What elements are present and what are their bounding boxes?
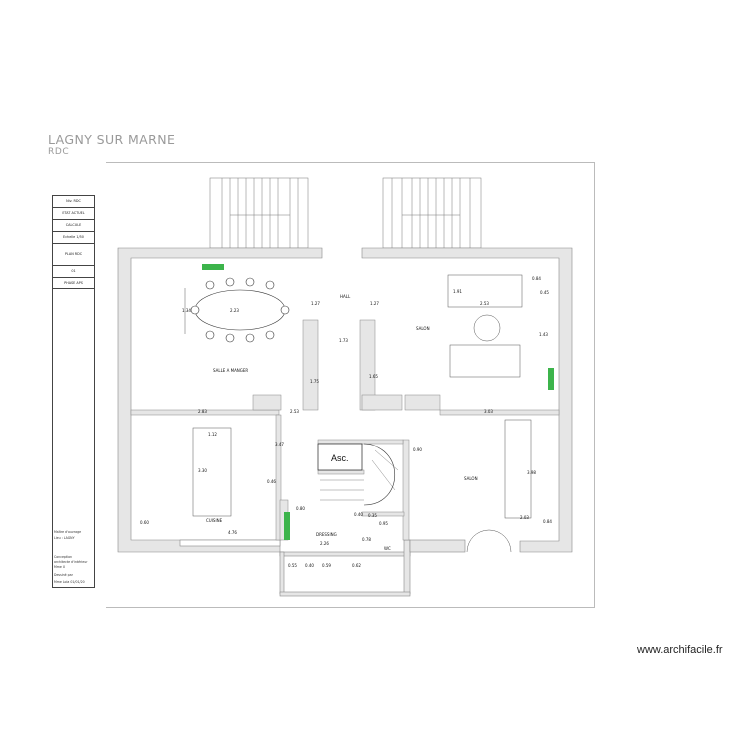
dim-127b: 1.27 xyxy=(370,301,379,306)
dim-191: 1.91 xyxy=(453,289,462,294)
staircase xyxy=(363,443,396,506)
windows xyxy=(202,264,554,540)
room-wc: WC xyxy=(384,546,391,551)
sheet-frame xyxy=(106,162,595,608)
dim-060: 0.60 xyxy=(140,520,149,525)
dim-059: 0.59 xyxy=(322,563,331,568)
dim-347: 3.47 xyxy=(275,442,284,447)
dim-476: 4.76 xyxy=(228,530,237,535)
dim-080: 0.80 xyxy=(296,506,305,511)
dim-143: 1.43 xyxy=(539,332,548,337)
dim-175: 1.75 xyxy=(310,379,319,384)
dim-165: 1.65 xyxy=(369,374,378,379)
dining-table xyxy=(190,277,290,343)
info-plan: PLAN RDC xyxy=(52,243,95,265)
info-footer-0: Maître d'ouvrage xyxy=(54,530,82,534)
dim-035: 0.35 xyxy=(368,513,377,518)
dim-table-w: 2.23 xyxy=(230,308,239,313)
info-footer-3: architecte d'intérieur xyxy=(54,560,88,564)
dim-203: 2.03 xyxy=(520,515,529,520)
info-scale: Echelle 1/50 xyxy=(52,231,95,243)
dim-173: 1.73 xyxy=(339,338,348,343)
room-cuisine: CUISINE xyxy=(206,518,223,523)
dim-127a: 1.27 xyxy=(311,301,320,306)
dim-045: 0.45 xyxy=(540,290,549,295)
dim-226: 2.26 xyxy=(320,541,329,546)
dim-062: 0.62 xyxy=(352,563,361,568)
dim-084: 0.84 xyxy=(543,519,552,524)
salon-bookcase xyxy=(504,419,532,519)
info-number: 01 xyxy=(52,265,95,277)
dim-253b: 2.53 xyxy=(480,301,489,306)
dim-078: 0.78 xyxy=(362,537,371,542)
elevator xyxy=(317,443,363,471)
terrace-right xyxy=(382,177,482,249)
dim-253: 2.53 xyxy=(290,409,299,414)
dim-283: 2.83 xyxy=(198,409,207,414)
dim-090: 0.90 xyxy=(413,447,422,452)
plan-subtitle: RDC xyxy=(48,147,70,157)
room-salle-a-manger: SALLE A MANGER xyxy=(213,368,248,373)
dim-112: 1.12 xyxy=(208,432,217,437)
title-block-column xyxy=(52,282,95,588)
room-salon-top: SALON xyxy=(416,326,430,331)
dim-table-h: 1.34 xyxy=(182,308,191,313)
dim-398: 3.98 xyxy=(527,470,536,475)
cuisine-island xyxy=(192,427,232,517)
dim-040: 0.40 xyxy=(354,512,363,517)
dim-046: 0.46 xyxy=(267,479,276,484)
salon-furniture xyxy=(447,274,523,378)
dim-330: 3.30 xyxy=(198,468,207,473)
info-footer-1: Lieu : LAGNY xyxy=(54,536,75,540)
info-calc: CALCULE xyxy=(52,219,95,231)
exterior-walls xyxy=(117,247,573,597)
info-footer-6: Mme Lola 01/01/20 xyxy=(54,580,85,584)
room-hall: HALL xyxy=(340,294,351,299)
dim-055: 0.55 xyxy=(288,563,297,568)
watermark: www.archifacile.fr xyxy=(637,644,723,656)
plan-title: LAGNY SUR MARNE xyxy=(48,132,176,147)
dim-040b: 0.40 xyxy=(305,563,314,568)
info-state: ETAT ACTUEL xyxy=(52,207,95,219)
terrace-left xyxy=(209,177,309,249)
dim-084b: 0.84 xyxy=(532,276,541,281)
info-footer-5: Dessiné par xyxy=(54,573,73,577)
info-footer-2: Conception xyxy=(54,555,73,559)
title-block: Niv. RDC ETAT ACTUEL CALCULE Echelle 1/5… xyxy=(52,195,95,289)
room-salon-right: SALON xyxy=(464,476,478,481)
front-door xyxy=(466,529,512,553)
info-footer-4: Mme X xyxy=(54,565,66,569)
interior-walls xyxy=(130,319,560,541)
room-dressing: DRESSING xyxy=(316,532,337,537)
dim-095: 0.95 xyxy=(379,521,388,526)
info-level: Niv. RDC xyxy=(52,195,95,207)
dim-303: 3.03 xyxy=(484,409,493,414)
elevator-label: Asc. xyxy=(331,453,349,463)
